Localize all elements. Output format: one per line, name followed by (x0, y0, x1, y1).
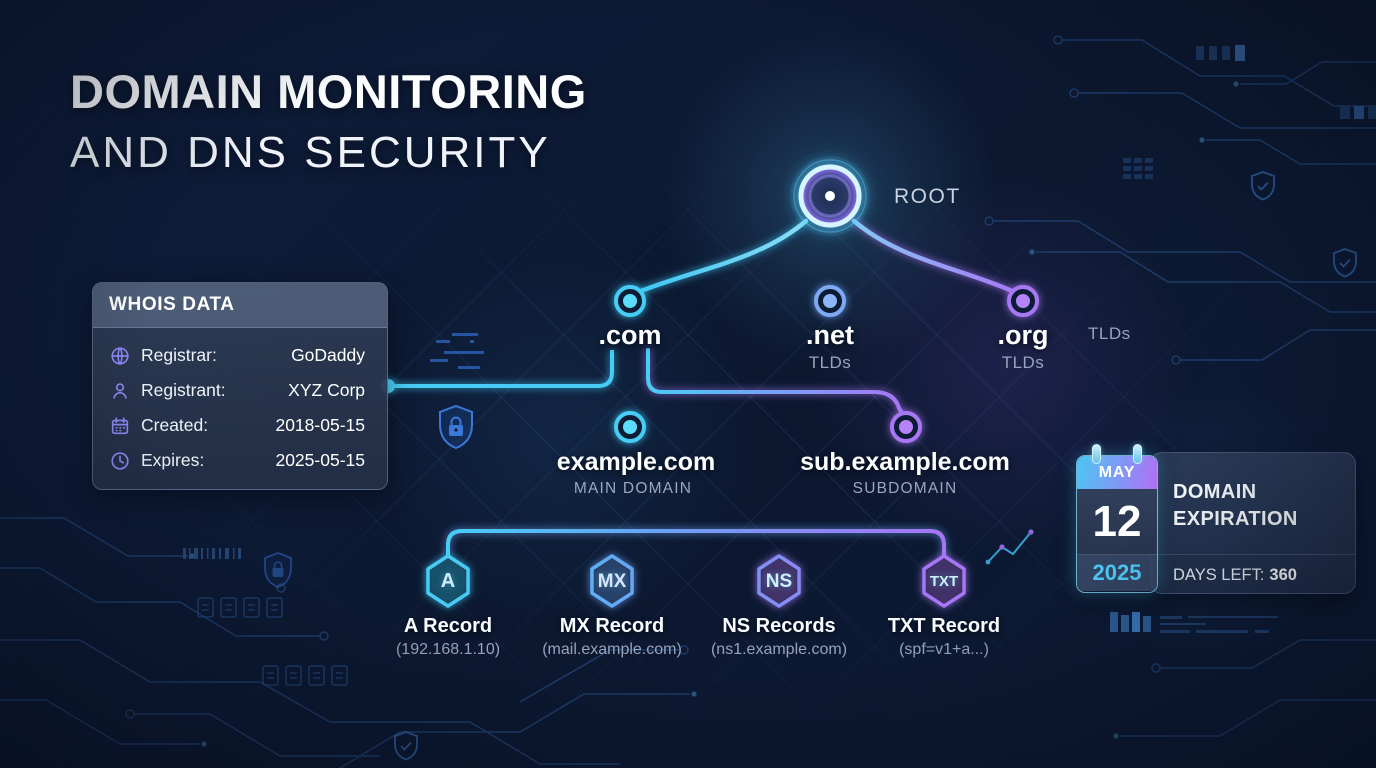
whois-label: Registrant: (141, 380, 226, 400)
days-left-row: DAYS LEFT:360 (1173, 566, 1297, 585)
main-domain-sublabel: MAIN DOMAIN (573, 480, 693, 497)
record-value: (ns1.example.com) (710, 641, 848, 658)
tld-com-node (614, 285, 646, 317)
shield-lock-icon (264, 552, 292, 588)
record-badge-ns: NS (765, 571, 793, 592)
whois-value: 2018-05-15 (275, 415, 365, 435)
hex-ns (757, 554, 801, 608)
subdomain-node (890, 411, 922, 443)
record-value: (mail.example.com) (542, 641, 682, 658)
whois-value: 2025-05-15 (275, 450, 365, 470)
expiration-title-line1: DOMAIN (1173, 481, 1257, 503)
record-value: (192.168.1.10) (395, 641, 501, 658)
tld-net-sublabel: TLDs (808, 353, 852, 372)
hex-a (426, 554, 470, 608)
subdomain-label: sub.example.com (800, 448, 1010, 476)
tld-org-sublabel: TLDs (1001, 353, 1045, 372)
pixel-squares (1123, 45, 1376, 179)
record-label: NS Records (722, 615, 836, 637)
record-label: TXT Record (887, 615, 1001, 637)
record-badge-mx: MX (597, 571, 627, 592)
card-divider (1151, 554, 1355, 555)
circuit-traces-bottom-left (0, 517, 697, 768)
main-domain-label: example.com (556, 448, 716, 476)
days-left-label: DAYS LEFT: (1173, 566, 1265, 584)
subdomain-sublabel: SUBDOMAIN (852, 480, 958, 497)
whois-row: Registrant: XYZ Corp (109, 373, 365, 408)
calendar-year: 2025 (1077, 555, 1157, 591)
calendar-widget: MAY 12 2025 (1076, 455, 1158, 593)
calendar-ring (1092, 444, 1101, 464)
whois-value: XYZ Corp (288, 380, 365, 400)
whois-row: Created: 2018-05-15 (109, 408, 365, 443)
calendar-icon (109, 415, 131, 437)
whois-label: Created: (141, 415, 209, 435)
record-label: MX Record (559, 615, 665, 637)
tld-com-label: .com (598, 320, 662, 350)
root-node (790, 156, 870, 236)
root-branches (638, 218, 1015, 294)
tld-org-node (1007, 285, 1039, 317)
whois-value: GoDaddy (291, 345, 365, 365)
circuit-traces-top-right (984, 35, 1376, 739)
expiration-title-line2: EXPIRATION (1173, 508, 1298, 530)
record-bus (446, 495, 946, 559)
main-domain-node (614, 411, 646, 443)
shield-check-icon (1333, 248, 1357, 278)
whois-label: Expires: (141, 450, 205, 470)
days-left-value: 360 (1269, 566, 1297, 584)
record-badge-a: A (440, 570, 456, 592)
chart-icon (985, 529, 1034, 565)
record-label: A Record (403, 615, 493, 637)
shield-check-icon (394, 731, 418, 761)
shield-check-icon (1251, 171, 1275, 201)
document-icons (197, 597, 348, 686)
tld-net-node (814, 285, 846, 317)
person-icon (109, 380, 131, 402)
hex-txt (922, 554, 966, 608)
whois-panel: WHOIS DATA Registrar: GoDaddy Registrant… (92, 282, 388, 490)
shield-lock-icon (439, 404, 473, 450)
whois-label: Registrar: (141, 345, 217, 365)
hex-mx (590, 554, 634, 608)
tld-org-label: .org (997, 320, 1049, 350)
tlds-side-label: TLDs (1088, 324, 1131, 343)
calendar-day: 12 (1077, 489, 1157, 555)
whois-row: Registrar: GoDaddy (109, 338, 365, 373)
calendar-month: MAY (1077, 456, 1157, 489)
record-value: (spf=v1+a...) (899, 641, 989, 658)
whois-connector (381, 350, 614, 393)
expiration-card: DOMAIN EXPIRATION DAYS LEFT:360 (1150, 452, 1356, 594)
title-line-2: AND DNS SECURITY (70, 128, 551, 177)
expiration-title: DOMAIN EXPIRATION (1173, 479, 1298, 533)
whois-row: Expires: 2025-05-15 (109, 443, 365, 478)
speed-lines-icon (430, 333, 484, 369)
root-label: ROOT (894, 185, 961, 208)
title-line-1: DOMAIN MONITORING (70, 65, 587, 118)
whois-panel-title: WHOIS DATA (93, 283, 387, 328)
equalizer-bars (1110, 612, 1278, 633)
calendar-ring (1133, 444, 1142, 464)
record-badge-txt: TXT (929, 573, 959, 590)
record-hexagons (426, 554, 966, 608)
com-branches (628, 348, 904, 415)
page-title: DOMAIN MONITORING AND DNS SECURITY (70, 64, 587, 178)
clock-icon (109, 450, 131, 472)
tld-net-label: .net (805, 320, 855, 350)
barcode-marks (183, 548, 241, 559)
globe-icon (109, 345, 131, 367)
